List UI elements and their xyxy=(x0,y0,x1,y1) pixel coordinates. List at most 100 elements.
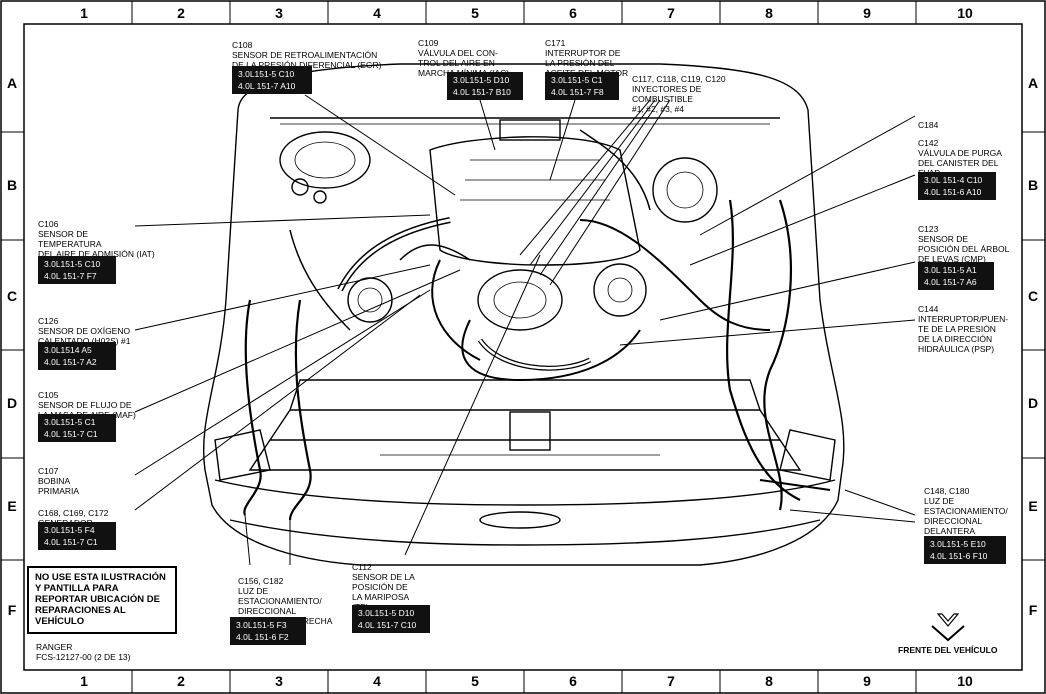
leader-lines xyxy=(134,94,916,566)
callout-code: C144 xyxy=(918,304,939,314)
callout-code: C168, C169, C172 xyxy=(38,508,109,518)
grid-col-1-top: 1 xyxy=(80,5,88,21)
callout-code: C106 xyxy=(38,219,59,229)
grid-col-3-bottom: 3 xyxy=(275,673,283,689)
grid-row-e-right: E xyxy=(1028,498,1038,514)
location-3-0l: 3.0L151-5 C1 xyxy=(551,75,603,85)
grid-row-b-right: B xyxy=(1027,177,1039,193)
location-3-0l: 3.0L151-5 D10 xyxy=(453,75,510,85)
grid-col-9-top: 9 xyxy=(863,5,871,21)
model-name: RANGER xyxy=(36,642,73,652)
location-4-0l: 4.0L 151-7 C1 xyxy=(44,537,98,547)
grid-row-f-left: F xyxy=(7,602,17,618)
location-4-0l: 4.0L 151-7 F8 xyxy=(551,87,604,97)
grid-col-7-bottom: 7 xyxy=(667,673,675,689)
grid-row-a-right: A xyxy=(1027,75,1039,91)
grid-row-d-left: D xyxy=(6,395,18,411)
callout-code: C112 xyxy=(352,562,372,572)
location-box-c142: 3.0L 151-4 C10 4.0L 151-6 A10 xyxy=(918,172,996,200)
callout-code: C148, C180 xyxy=(924,486,970,496)
callout-text: BOBINA PRIMARIA xyxy=(38,476,80,496)
location-box-c148: 3.0L151-5 E10 4.0L 151-6 F10 xyxy=(924,536,1006,564)
callout-code: C109 xyxy=(418,38,439,48)
location-3-0l: 3.0L151-5 C10 xyxy=(238,69,295,79)
location-4-0l: 4.0L 151-7 A2 xyxy=(44,357,97,367)
callout-code: C108 xyxy=(232,40,253,50)
location-3-0l: 3.0L151-5 C1 xyxy=(44,417,96,427)
grid-col-10-top: 10 xyxy=(957,5,973,21)
location-4-0l: 4.0L 151-7 A6 xyxy=(924,277,977,287)
location-4-0l: 4.0L 151-6 F10 xyxy=(930,551,988,561)
location-box-c105: 3.0L151-5 C1 4.0L 151-7 C1 xyxy=(38,414,116,442)
grid-col-8-bottom: 8 xyxy=(765,673,773,689)
location-box-c126: 3.0L1514 A5 4.0L 151-7 A2 xyxy=(38,342,116,370)
figure-footer: RANGER FCS-12127-00 (2 DE 13) xyxy=(36,642,131,662)
grid-col-4-bottom: 4 xyxy=(373,673,381,689)
location-3-0l: 3.0L151-5 D10 xyxy=(358,608,415,618)
front-arrow-icon xyxy=(931,613,965,642)
grid-col-4-top: 4 xyxy=(373,5,381,21)
callout-code: C107 xyxy=(38,466,59,476)
location-3-0l: 3.0L151-5 F4 xyxy=(44,525,95,535)
location-3-0l: 3.0L151-5 E10 xyxy=(930,539,986,549)
callout-code: C123 xyxy=(918,224,939,234)
location-4-0l: 4.0L 151-7 C1 xyxy=(44,429,98,439)
callout-text: SENSOR DE POSICIÓN DEL ÁRBOL DE LEVAS (C… xyxy=(918,234,1010,264)
grid-col-2-top: 2 xyxy=(177,5,185,21)
grid-row-e-left: E xyxy=(7,498,17,514)
location-box-c106: 3.0L151-5 C10 4.0L 151-7 F7 xyxy=(38,256,116,284)
grid-col-8-top: 8 xyxy=(765,5,773,21)
location-box-c168: 3.0L151-5 F4 4.0L 151-7 C1 xyxy=(38,522,116,550)
location-3-0l: 3.0L1514 A5 xyxy=(44,345,92,355)
grid-col-7-top: 7 xyxy=(667,5,675,21)
grid-col-6-bottom: 6 xyxy=(569,673,577,689)
location-box-c123: 3.0L 151-5 A1 4.0L 151-7 A6 xyxy=(918,262,994,290)
grid-col-9-bottom: 9 xyxy=(863,673,871,689)
callout-text: SENSOR DE TEMPERATURA DEL AIRE DE ADMISI… xyxy=(38,229,155,259)
location-4-0l: 4.0L 151-7 F7 xyxy=(44,271,97,281)
grid-row-b-left: B xyxy=(6,177,18,193)
location-box-c156: 3.0L151-5 F3 4.0L 151-6 F2 xyxy=(230,617,306,645)
figure-number: FCS-12127-00 (2 DE 13) xyxy=(36,652,131,662)
location-4-0l: 4.0L 151-6 A10 xyxy=(924,187,982,197)
front-of-vehicle-label: FRENTE DEL VEHÍCULO xyxy=(898,645,998,655)
location-3-0l: 3.0L151-5 F3 xyxy=(236,620,287,630)
callout-code: C184 xyxy=(918,120,939,130)
grid-col-6-top: 6 xyxy=(569,5,577,21)
callout-code: C105 xyxy=(38,390,59,400)
grid-row-d-right: D xyxy=(1027,395,1039,411)
location-4-0l: 4.0L 151-7 B10 xyxy=(453,87,511,97)
grid-row-a-left: A xyxy=(6,75,18,91)
callout-code: C126 xyxy=(38,316,59,326)
location-3-0l: 3.0L 151-4 C10 xyxy=(924,175,983,185)
callout-text: SENSOR DE RETROALIMENTACIÓN DE LA PRESIÓ… xyxy=(232,50,382,70)
callout-text: INYECTORES DE COMBUSTIBLE #1, #2, #3, #4 xyxy=(632,84,702,114)
callout-code: C142 xyxy=(918,138,939,148)
grid-col-2-bottom: 2 xyxy=(177,673,185,689)
location-4-0l: 4.0L 151-7 A10 xyxy=(238,81,296,91)
location-3-0l: 3.0L151-5 C10 xyxy=(44,259,101,269)
location-box-c108: 3.0L151-5 C10 4.0L 151-7 A10 xyxy=(232,66,312,94)
location-4-0l: 4.0L 151-6 F2 xyxy=(236,632,289,642)
location-box-c109: 3.0L151-5 D10 4.0L 151-7 B10 xyxy=(447,72,523,100)
callout-code: C171 xyxy=(545,38,566,48)
callout-code: C117, C118, C119, C120 xyxy=(632,74,726,84)
location-box-c112: 3.0L151-5 D10 4.0L 151-7 C10 xyxy=(352,605,430,633)
grid-row-c-left: C xyxy=(6,288,18,304)
warning-box: NO USE ESTA ILUSTRACIÓN Y PANTILLA PARA … xyxy=(27,566,177,634)
grid-row-f-right: F xyxy=(1028,602,1038,618)
engine-bay-illustration xyxy=(202,63,845,566)
callout-code: C156, C182 xyxy=(238,576,284,586)
grid-row-c-right: C xyxy=(1027,288,1039,304)
grid-col-1-bottom: 1 xyxy=(80,673,88,689)
location-box-c171: 3.0L151-5 C1 4.0L 151-7 F8 xyxy=(545,72,619,100)
grid-col-5-bottom: 5 xyxy=(471,673,479,689)
